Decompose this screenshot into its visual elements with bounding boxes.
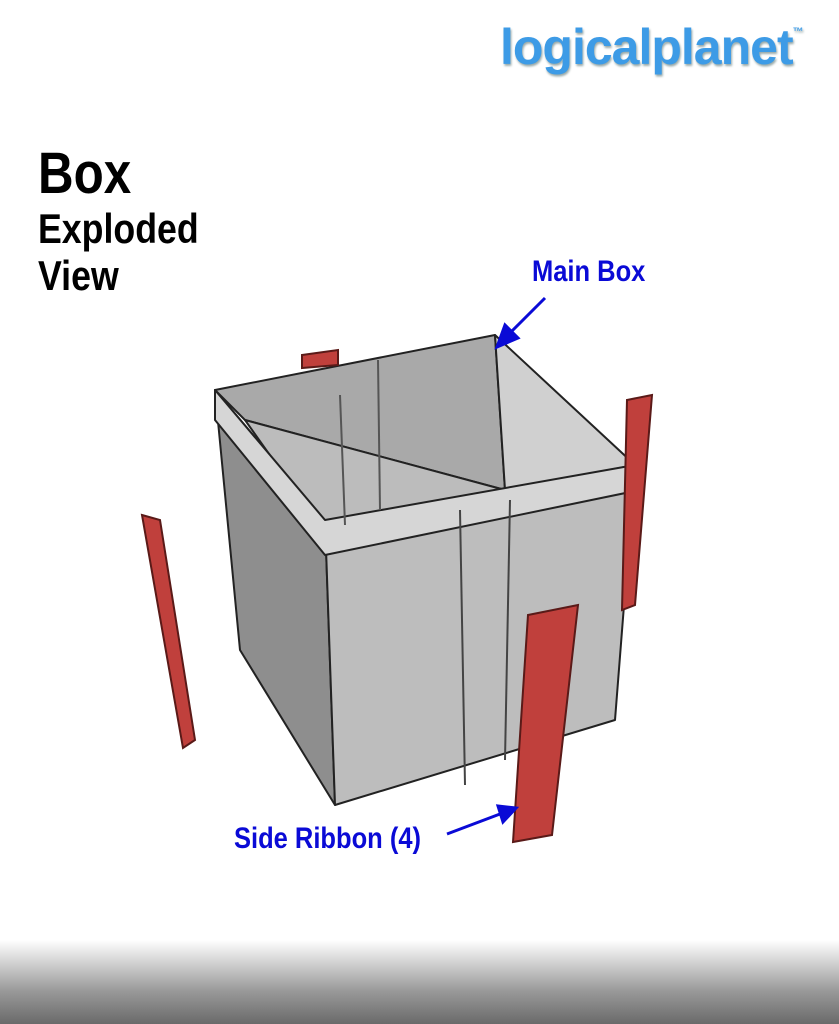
box-inner-right: [494, 334, 636, 491]
side-ribbon-top: [301, 348, 339, 370]
title-view: View: [38, 252, 119, 299]
side-ribbon-left: [140, 513, 197, 750]
trademark: ™: [792, 26, 804, 38]
main-box-arrow: [506, 296, 547, 337]
main-box-callout: Main Box: [532, 255, 646, 288]
title-exploded: Exploded: [38, 205, 199, 252]
title-box: Box: [38, 141, 132, 206]
floor-gradient: [0, 940, 839, 1024]
side-ribbon-arrow: [446, 812, 501, 836]
side-ribbon-front: [511, 603, 580, 844]
logicalplanet-logo: logicalplanet™: [500, 18, 804, 76]
logo-text: logicalplanet: [500, 19, 794, 75]
side-ribbon-right: [620, 393, 654, 612]
side-ribbon-callout: Side Ribbon (4): [234, 822, 421, 855]
side-ribbon-arrowhead: [495, 804, 520, 825]
main-box-arrowhead: [494, 322, 521, 350]
